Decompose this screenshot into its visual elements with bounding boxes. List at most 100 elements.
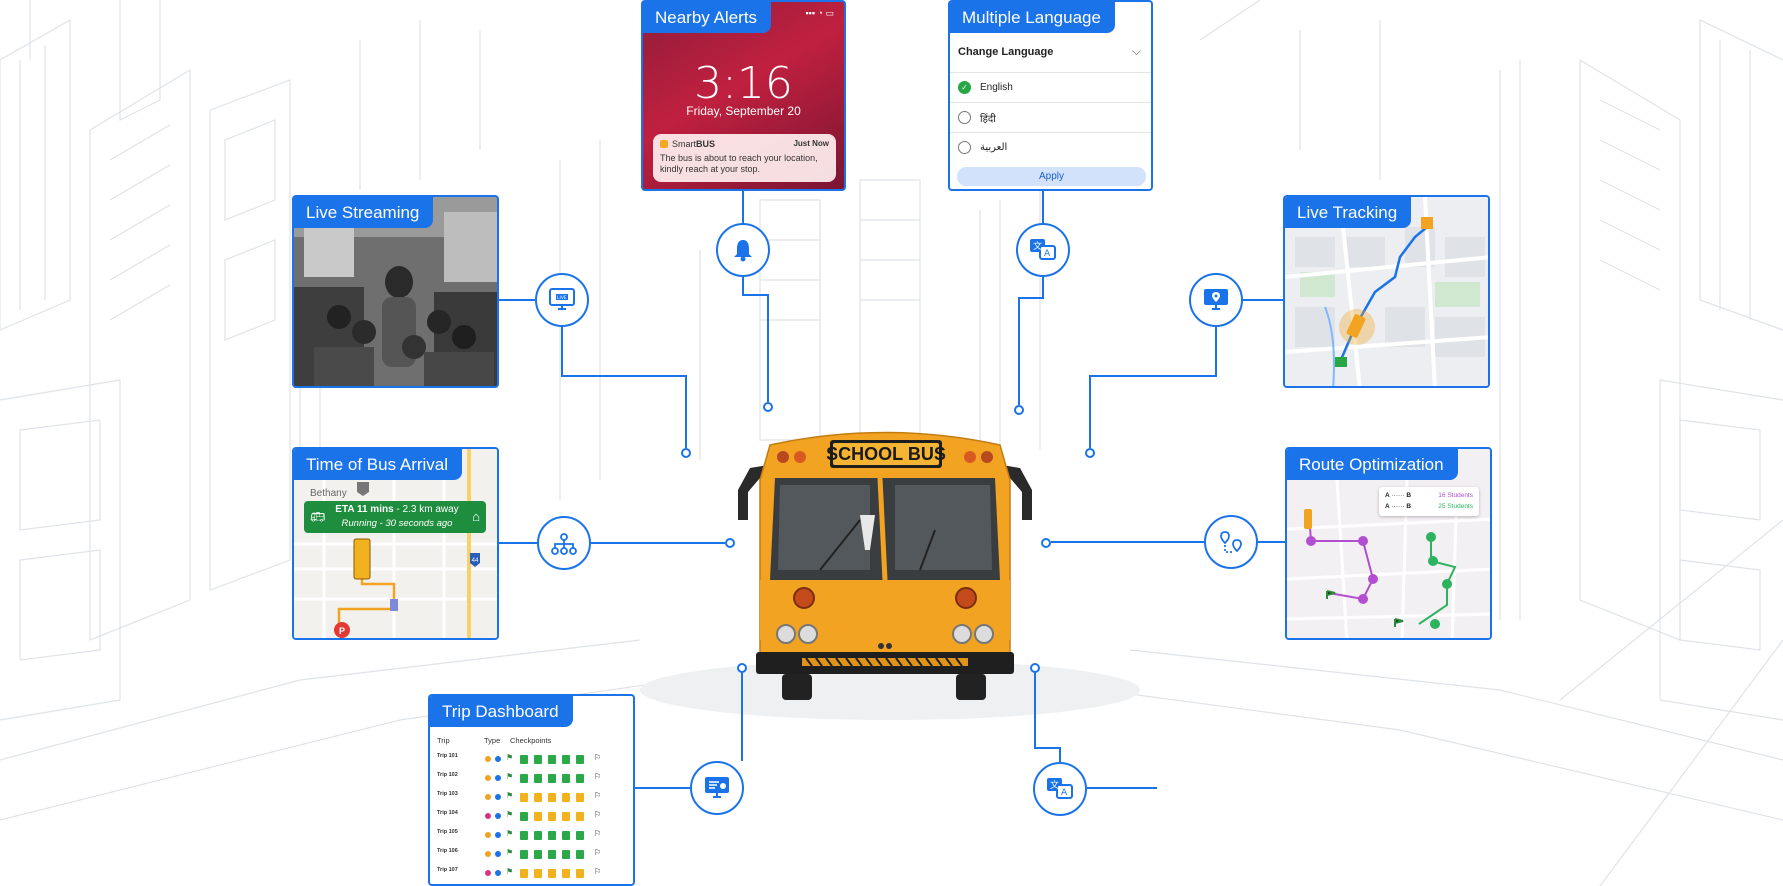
push-notification[interactable]: SmartBUS Just Now The bus is about to re… xyxy=(653,134,836,182)
status-bar-icons: ▪▪▪ ◔ ▭ xyxy=(805,8,834,18)
card-title: Trip Dashboard xyxy=(430,696,573,727)
finish-flag-icon: ⚐ xyxy=(594,867,602,876)
checkpoint-badge xyxy=(534,774,542,783)
route-map xyxy=(1287,449,1490,638)
connector-dot xyxy=(681,448,691,458)
finish-flag-icon: ⚐ xyxy=(594,829,602,838)
card-title: Live Streaming xyxy=(294,197,434,228)
multiple-language-card: Multiple Language Change Language ⌵ ✓ En… xyxy=(948,0,1153,191)
checkpoint-badge xyxy=(520,755,528,764)
lock-screen-clock: 3:16 xyxy=(694,58,793,109)
trip-name: Trip 104 xyxy=(437,810,458,816)
language-connector xyxy=(1018,277,1044,405)
dashboard-monitor-icon-node[interactable] xyxy=(690,761,744,815)
start-flag-icon: ⚑ xyxy=(506,772,514,781)
live-streaming-card: Live Streaming xyxy=(292,195,499,388)
table-row[interactable]: Trip 103⚑⚐ xyxy=(430,790,633,808)
checkpoint-badge xyxy=(520,812,528,821)
checkpoint-badge xyxy=(562,774,570,783)
arrival-map: P 44 xyxy=(294,449,497,638)
bus-sign: SCHOOL BUS xyxy=(826,444,946,464)
connector-dot xyxy=(725,538,735,548)
route-legend: A ······ B 16 Students A ······ B 25 Stu… xyxy=(1379,487,1479,516)
connector-dot xyxy=(1041,538,1051,548)
type-dot xyxy=(495,870,501,876)
table-row[interactable]: Trip 106⚑⚐ xyxy=(430,847,633,865)
language-option-english[interactable]: ✓ English xyxy=(950,72,1151,102)
connector-dot xyxy=(737,663,747,673)
checkpoint-badge xyxy=(520,831,528,840)
trip-name: Trip 106 xyxy=(437,848,458,854)
translate-icon: 文A xyxy=(1047,778,1073,799)
svg-text:LIVE: LIVE xyxy=(557,295,567,301)
checkpoint-badge xyxy=(534,869,542,878)
notification-app: SmartBUS xyxy=(660,139,829,149)
checkpoint-badge xyxy=(548,831,556,840)
column-header: Type xyxy=(484,736,501,745)
notification-time: Just Now xyxy=(793,139,829,148)
column-header: Trip xyxy=(437,736,450,745)
tracking-map xyxy=(1285,197,1488,386)
trip-name: Trip 101 xyxy=(437,753,458,759)
type-dot xyxy=(495,756,501,762)
checkpoint-badge xyxy=(562,793,570,802)
radio-icon[interactable] xyxy=(958,141,971,154)
live-monitor-icon: LIVE xyxy=(549,288,575,310)
card-title: Multiple Language xyxy=(950,2,1115,33)
eta-text: ETA 11 mins - 2.3 km away xyxy=(335,504,459,515)
card-title: Time of Bus Arrival xyxy=(294,449,463,480)
type-dot xyxy=(485,794,491,800)
table-row[interactable]: Trip 107⚑⚐ xyxy=(430,866,633,884)
checkpoint-badge xyxy=(562,850,570,859)
checkpoint-badge xyxy=(520,869,528,878)
type-dot xyxy=(485,813,491,819)
checkpoint-badge xyxy=(576,774,584,783)
table-row[interactable]: Trip 102⚑⚐ xyxy=(430,771,633,789)
radio-checked-icon[interactable]: ✓ xyxy=(958,81,971,94)
chevron-down-icon[interactable]: ⌵ xyxy=(1131,44,1141,58)
bell-icon-node[interactable] xyxy=(716,223,770,277)
lock-screen-date: Friday, September 20 xyxy=(686,104,801,118)
trip-name: Trip 103 xyxy=(437,791,458,797)
home-icon: ⌂ xyxy=(472,509,480,524)
connector-dot xyxy=(763,402,773,412)
card-title: Route Optimization xyxy=(1287,449,1458,480)
checkpoint-badge xyxy=(576,812,584,821)
checkpoint-badge xyxy=(534,793,542,802)
tracking-connector xyxy=(1089,327,1217,448)
stream-connector xyxy=(561,327,687,448)
language-dropdown-label[interactable]: Change Language xyxy=(958,46,1054,58)
table-row[interactable]: Trip 104 ⚑ ⚐ xyxy=(430,809,633,827)
start-flag-icon: ⚑ xyxy=(506,867,514,876)
finish-flag-icon: ⚐ xyxy=(594,772,602,781)
checkpoint-badge xyxy=(576,755,584,764)
route-tree-icon xyxy=(551,533,577,555)
type-dot xyxy=(485,870,491,876)
location-monitor-icon-node[interactable] xyxy=(1189,273,1243,327)
start-flag-icon: ⚑ xyxy=(506,810,514,819)
language-option-arabic[interactable]: العربية xyxy=(950,132,1151,162)
dashboard-monitor-icon xyxy=(705,777,729,798)
type-dot xyxy=(485,832,491,838)
radio-icon[interactable] xyxy=(958,111,971,124)
language-option-hindi[interactable]: हिंदी xyxy=(950,102,1151,132)
route-pins-icon-node[interactable] xyxy=(1204,515,1258,569)
column-header: Checkpoints xyxy=(510,736,552,745)
app-icon xyxy=(660,140,668,148)
svg-text:文: 文 xyxy=(1033,240,1042,252)
eta-status: Running - 30 seconds ago xyxy=(341,518,453,529)
route-tree-icon-node[interactable] xyxy=(537,516,591,570)
legend-row: A ······ B 25 Students xyxy=(1385,503,1473,510)
live-monitor-icon-node[interactable]: LIVE xyxy=(535,273,589,327)
checkpoint-badge xyxy=(562,755,570,764)
apply-button[interactable]: Apply xyxy=(957,167,1146,186)
table-row[interactable]: Trip 101⚑⚐ xyxy=(430,752,633,770)
type-dot xyxy=(495,832,501,838)
table-row[interactable]: Trip 105⚑⚐ xyxy=(430,828,633,846)
route-optimization-card: A ······ B 16 Students A ······ B 25 Stu… xyxy=(1285,447,1492,640)
finish-flag-icon: ⚐ xyxy=(594,810,602,819)
